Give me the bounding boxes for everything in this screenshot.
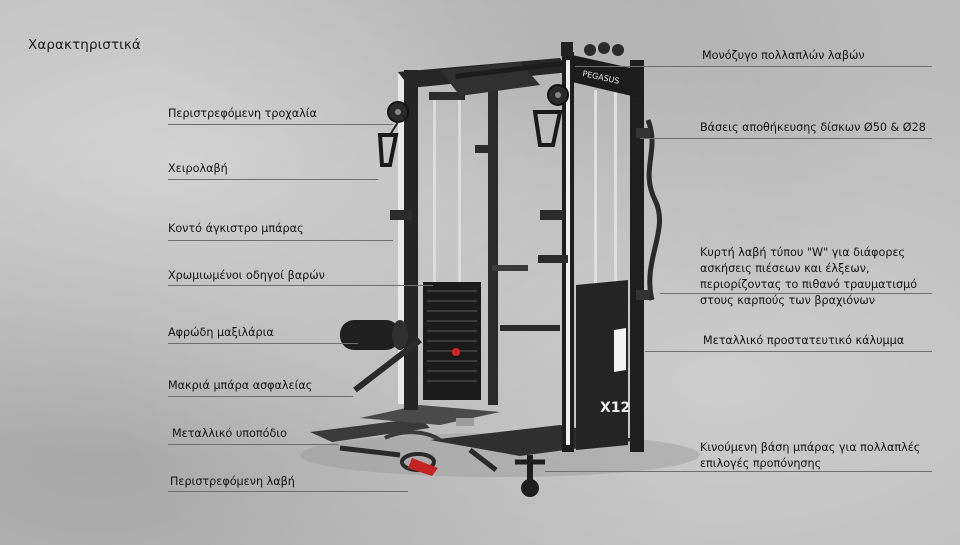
label-w-curl-bar: Κυρτή λαβή τύπου "W" για διάφορες ασκήσε… — [700, 246, 918, 307]
label-landmine-base: Κινούμενη βάση μπάρας για πολλαπλές επιλ… — [700, 441, 921, 470]
label-metal-cover: Μεταλλικό προστατευτικό κάλυμμα — [703, 334, 905, 347]
handle-right — [532, 110, 563, 147]
label-metal-footplate: Μεταλλικό υποπόδιο — [172, 427, 287, 440]
leader-line — [168, 396, 353, 397]
safety-bar — [353, 337, 422, 393]
brand-plate — [572, 55, 640, 98]
leader-line — [168, 240, 393, 241]
label-handle: Χειρολαβή — [168, 162, 228, 175]
label-swivel-pulley: Περιστρεφόμενη τροχαλία — [168, 107, 317, 120]
model-badge: X12 — [600, 400, 630, 416]
leader-line — [168, 124, 393, 125]
metal-cover — [576, 280, 628, 450]
label-chrome-guide-rods: Χρωμιωμένοι οδηγοί βαρών — [168, 269, 325, 282]
leader-line — [168, 285, 433, 286]
label-multi-grip-pull-up-bar: Μονόζυγο πολλαπλών λαβών — [702, 49, 865, 62]
label-long-safety-bar: Μακριά μπάρα ασφαλείας — [168, 379, 313, 392]
leader-line — [640, 138, 932, 139]
swivel-handle — [408, 458, 438, 476]
label-swivel-handle: Περιστρεφόμενη λαβή — [170, 475, 295, 488]
straight-bar — [384, 430, 442, 442]
leader-line — [575, 66, 932, 67]
leader-line — [660, 293, 932, 294]
foam-pad — [340, 320, 400, 350]
landmine-base — [521, 479, 539, 497]
leader-line — [168, 179, 378, 180]
leader-line — [168, 343, 358, 344]
weight-pin — [452, 348, 460, 356]
leader-line — [645, 351, 932, 352]
floor-plate-left — [310, 418, 430, 442]
w-curl-bar — [645, 119, 662, 301]
handle-left — [377, 133, 399, 167]
leader-line — [168, 444, 338, 445]
label-plate-storage: Βάσεις αποθήκευσης δίσκων Ø50 & Ø28 — [700, 121, 926, 134]
page-title: Χαρακτηριστικά — [28, 37, 141, 53]
leader-line — [168, 491, 408, 492]
leader-line — [545, 471, 932, 472]
pull-up-bar — [455, 58, 585, 79]
label-short-bar-hook: Κοντό άγκιστρο μπάρας — [168, 222, 304, 235]
label-foam-pads: Αφρώδη μαξιλάρια — [168, 326, 274, 339]
